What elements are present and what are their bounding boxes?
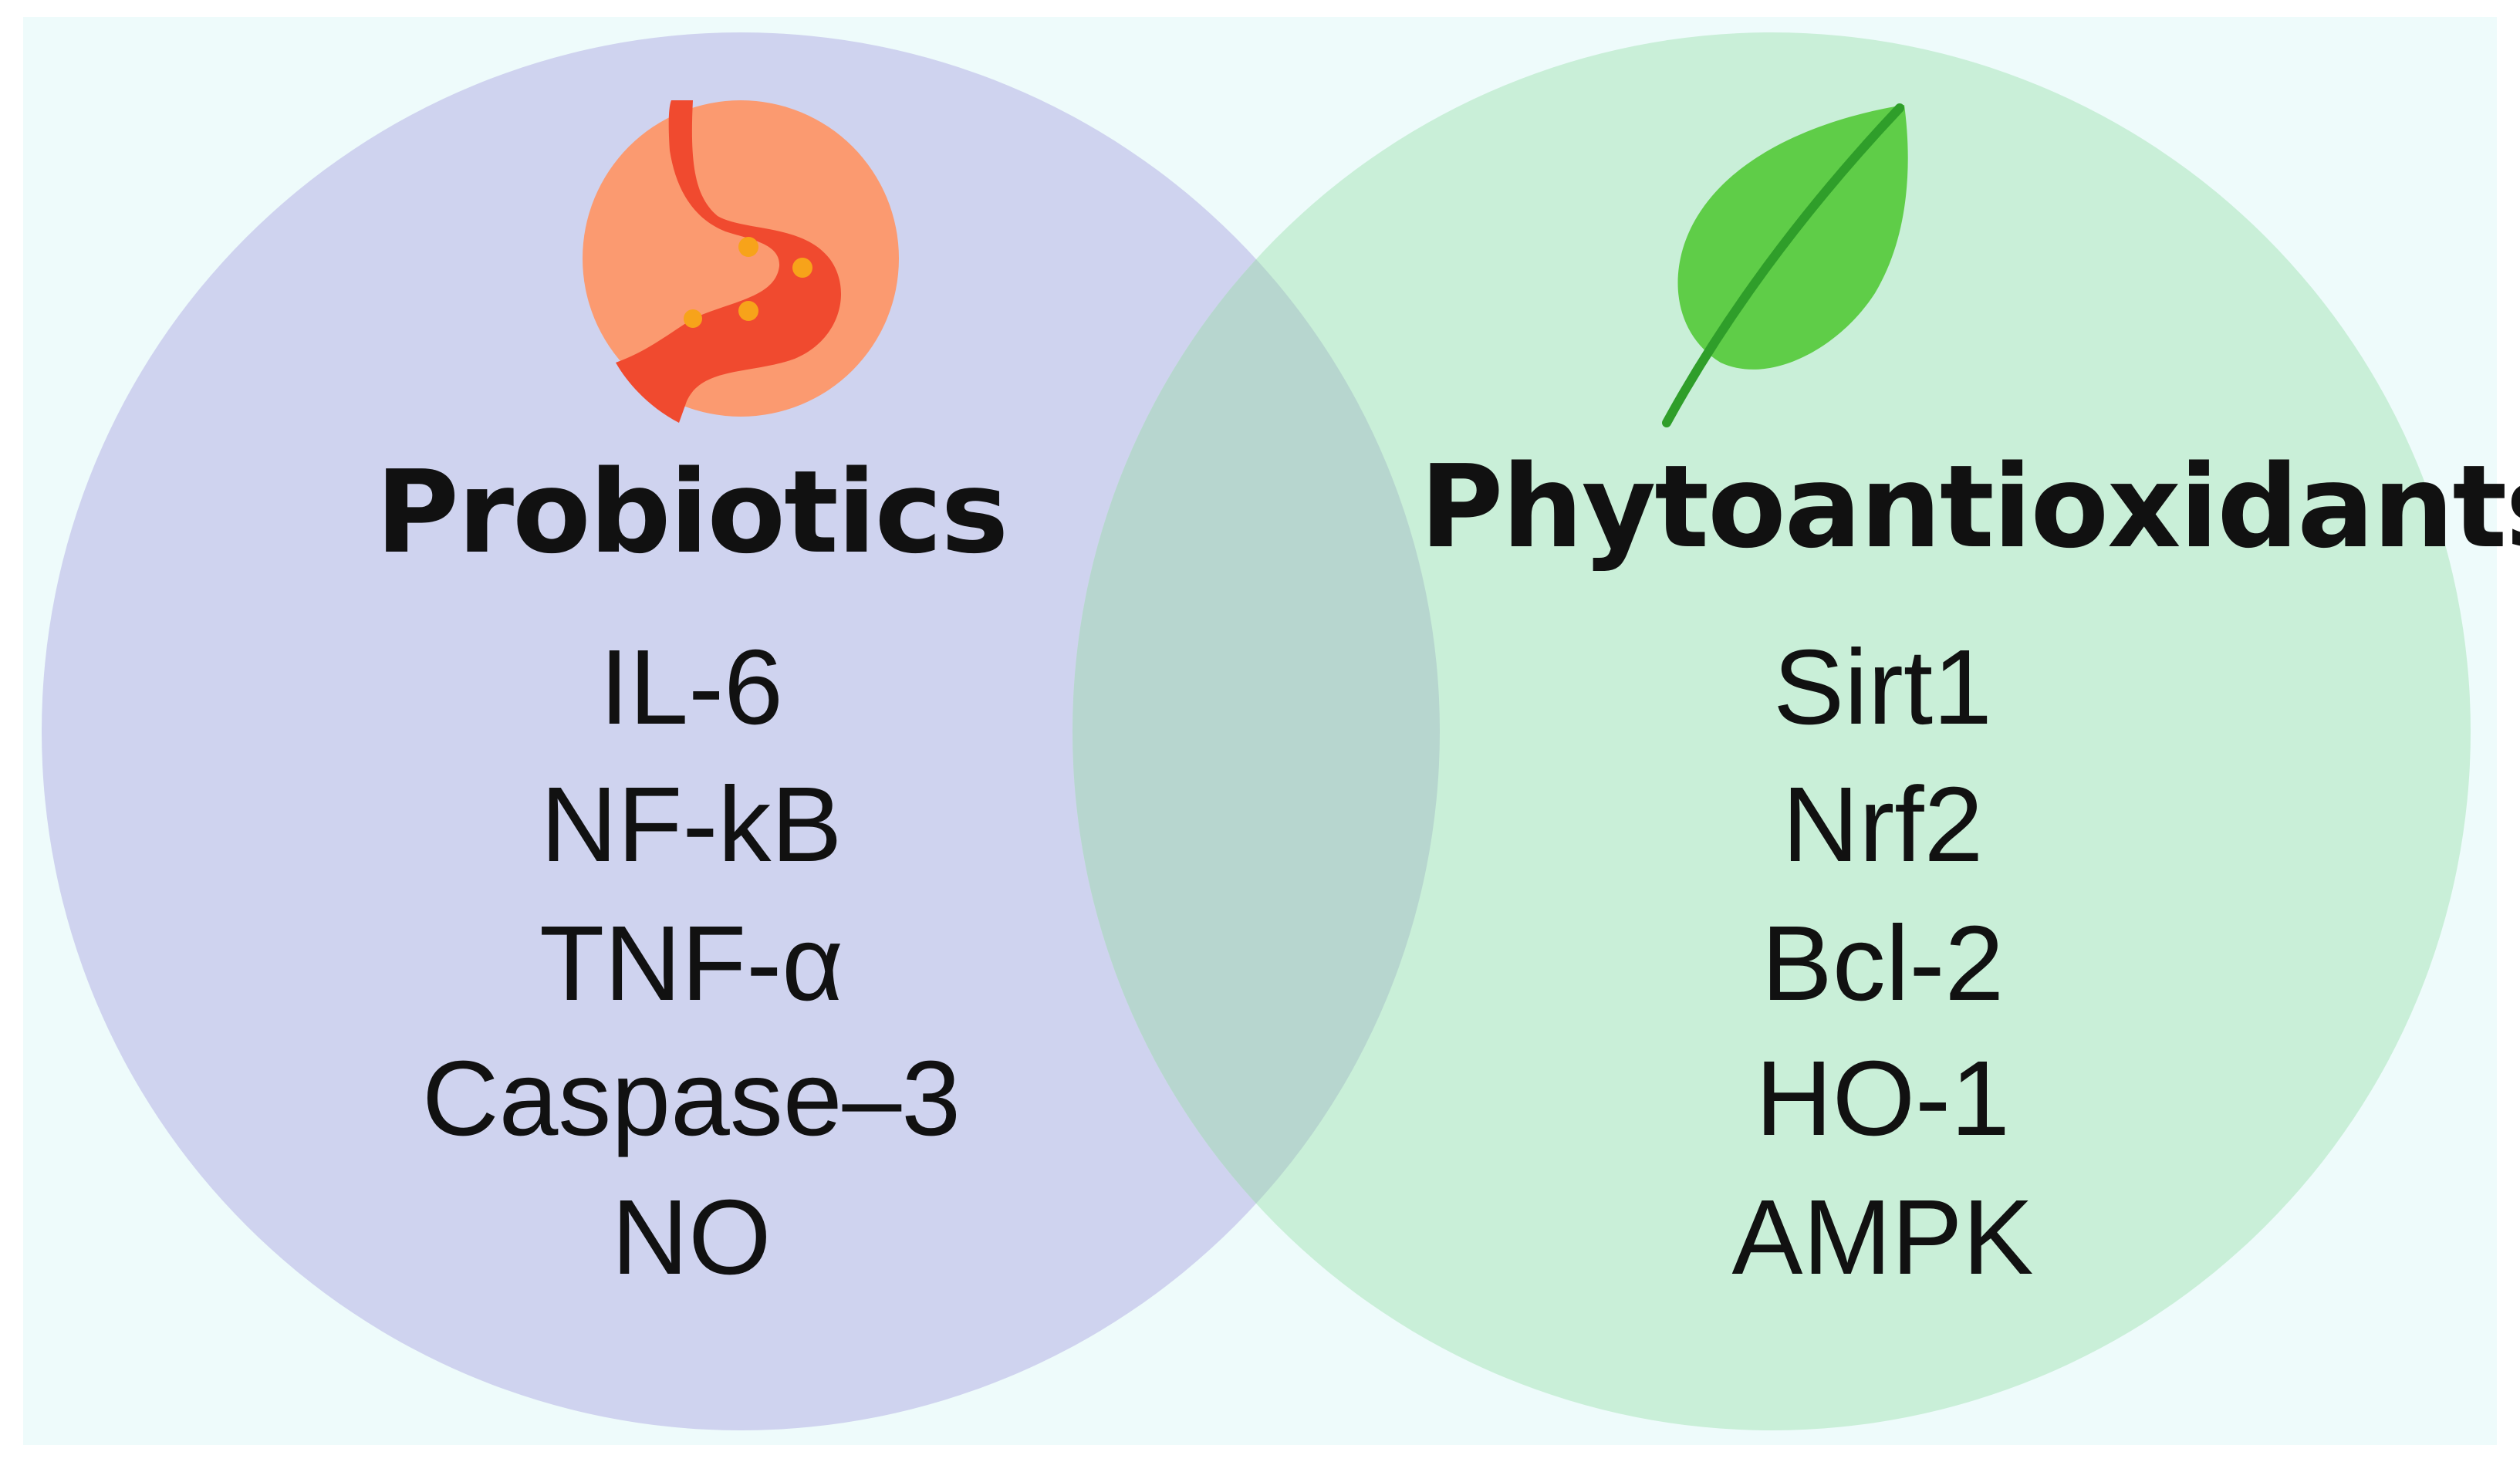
phytoantioxidants-item-1: Sirt1	[1773, 628, 1992, 747]
leaf-icon	[1662, 103, 1908, 427]
probiotics-title: Probiotics	[375, 446, 1009, 579]
probiotics-circle	[42, 32, 1440, 1430]
probiotics-item-4: Caspase–3	[421, 1039, 961, 1158]
phytoantioxidants-circle	[1073, 32, 2471, 1430]
probiotics-item-3: TNF-α	[539, 904, 843, 1023]
phytoantioxidants-title: Phytoantioxidants	[1420, 441, 2520, 573]
probiotics-item-1: IL-6	[600, 628, 783, 747]
phytoantioxidants-item-2: Nrf2	[1782, 765, 1984, 884]
phytoantioxidants-item-5: AMPK	[1731, 1178, 2034, 1297]
phytoantioxidants-item-3: Bcl-2	[1761, 904, 2005, 1023]
phytoantioxidants-item-4: HO-1	[1755, 1039, 2010, 1158]
probiotics-item-2: NF-kB	[540, 765, 843, 884]
stomach-icon	[583, 100, 899, 423]
probiotics-item-5: NO	[611, 1178, 772, 1297]
